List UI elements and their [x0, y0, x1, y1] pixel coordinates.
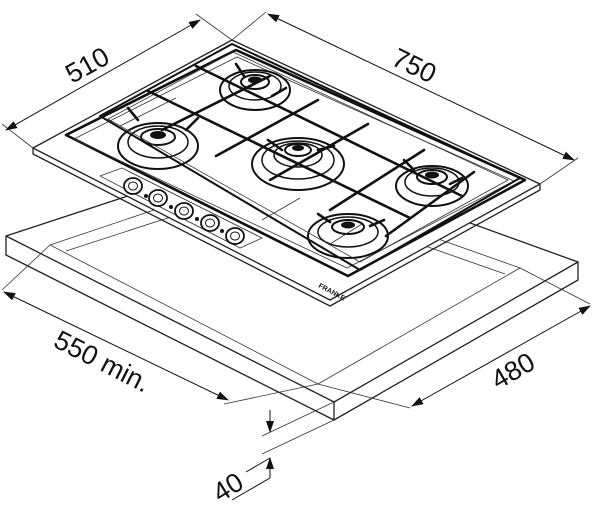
width-dimension-label: 750: [387, 42, 441, 89]
control-knobs: [123, 177, 245, 245]
burner-front: [307, 213, 389, 259]
depth-dimension-label: 510: [60, 41, 114, 89]
knob-4[interactable]: [200, 214, 224, 233]
dimension-worktop-thickness: 40: [207, 401, 335, 508]
knob-2[interactable]: [148, 189, 173, 209]
burner-left: [117, 122, 199, 170]
burner-right: [395, 165, 469, 207]
dimension-cutout-depth: 480: [317, 267, 591, 409]
worktop-thickness-dimension-label: 40: [207, 467, 248, 508]
control-panel: [99, 167, 263, 249]
knob-1[interactable]: [123, 177, 148, 198]
burner-rear-left: [219, 69, 291, 111]
knob-3[interactable]: [174, 202, 199, 221]
cutout-width-dimension-label: 550 min.: [49, 325, 155, 399]
cutout-depth-dimension-label: 480: [486, 347, 540, 396]
knob-5[interactable]: [225, 227, 245, 245]
